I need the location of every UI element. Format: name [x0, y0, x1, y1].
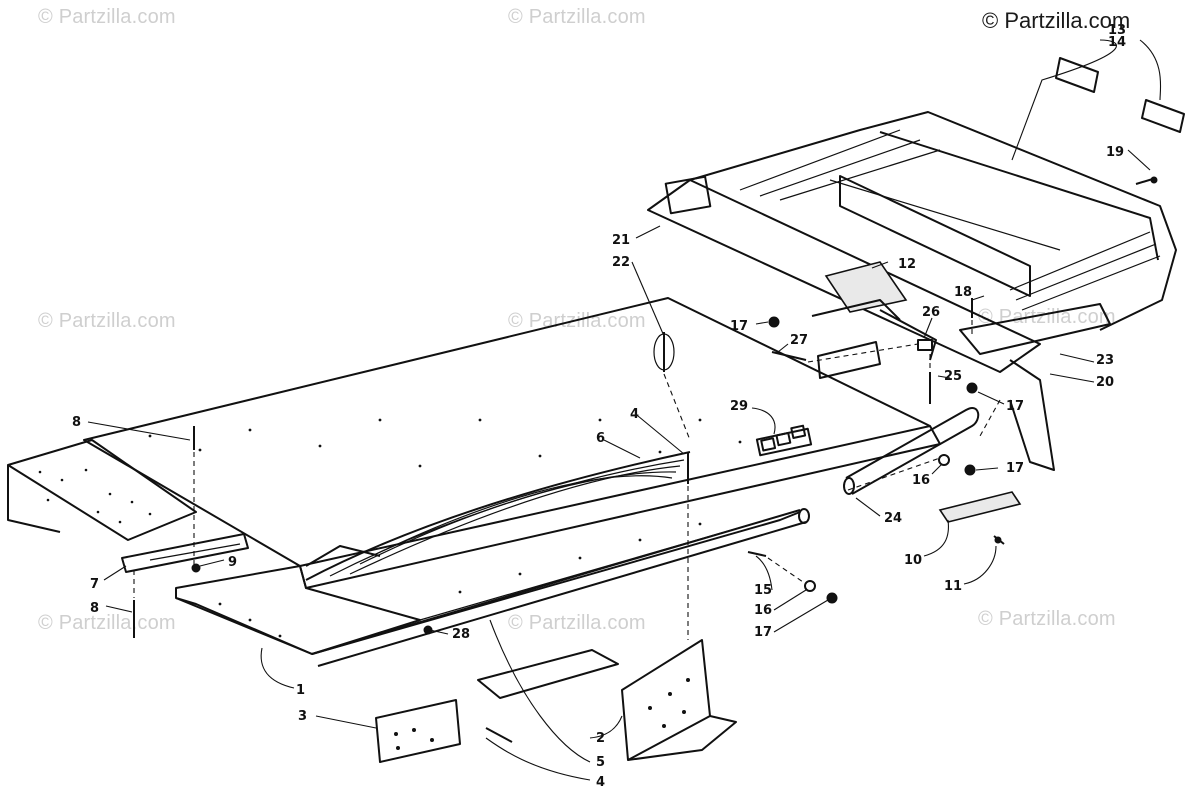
- callout-4: 4: [630, 407, 639, 422]
- decal-plates: [1055, 57, 1185, 133]
- callout-18: 18: [954, 285, 972, 300]
- callout-24: 24: [884, 511, 902, 526]
- callout-16: 16: [912, 473, 930, 488]
- watermark: © Partzilla.com: [38, 612, 176, 634]
- rear-bracket: [811, 261, 937, 379]
- watermark: © Partzilla.com: [508, 612, 646, 634]
- hardware: [133, 176, 1158, 743]
- callout-4: 4: [596, 775, 605, 790]
- callout-5: 5: [596, 755, 605, 770]
- callout-17: 17: [730, 319, 748, 334]
- plate-3: [375, 699, 461, 763]
- callout-12: 12: [898, 257, 916, 272]
- callout-14: 14: [1108, 35, 1126, 50]
- rear-bumper-frame: [647, 111, 1177, 471]
- callout-17: 17: [754, 625, 772, 640]
- callout-22: 22: [612, 255, 630, 270]
- callout-9: 9: [228, 555, 237, 570]
- bracket-2: [621, 639, 737, 761]
- left-floor-panel: [7, 439, 197, 541]
- callout-11: 11: [944, 579, 962, 594]
- watermark: © Partzilla.com: [978, 306, 1116, 328]
- tunnel-body: [83, 297, 941, 655]
- watermark: © Partzilla.com: [38, 6, 176, 28]
- callout-23: 23: [1096, 353, 1114, 368]
- tunnel-ribs: [305, 451, 691, 581]
- callout-27: 27: [790, 333, 808, 348]
- callout-2: 2: [596, 731, 605, 746]
- pad-5: [477, 649, 619, 699]
- callout-15: 15: [754, 583, 772, 598]
- callout-10: 10: [904, 553, 922, 568]
- callout-28: 28: [452, 627, 470, 642]
- callout-19: 19: [1106, 145, 1124, 160]
- callout-7: 7: [90, 577, 99, 592]
- callout-3: 3: [298, 709, 307, 724]
- watermark: © Partzilla.com: [38, 310, 176, 332]
- watermark: © Partzilla.com: [508, 6, 646, 28]
- callout-25: 25: [944, 369, 962, 384]
- side-rail: [311, 508, 810, 667]
- callout-17: 17: [1006, 461, 1024, 476]
- callout-20: 20: [1096, 375, 1114, 390]
- callout-8: 8: [72, 415, 81, 430]
- watermark: © Partzilla.com: [978, 608, 1116, 630]
- callout-26: 26: [922, 305, 940, 320]
- callout-13: 13: [1108, 23, 1126, 38]
- copyright-notice: © Partzilla.com: [982, 8, 1131, 33]
- decal-panel: [755, 424, 813, 457]
- alignment-lines: [133, 320, 1001, 640]
- callout-29: 29: [730, 399, 748, 414]
- callout-labels: 13 14 19 21 22 12 18 26 17 27 23 20 25 1…: [72, 23, 1126, 790]
- callout-21: 21: [612, 233, 630, 248]
- leader-lines: [87, 39, 1162, 781]
- callout-16: 16: [754, 603, 772, 618]
- callout-17: 17: [1006, 399, 1024, 414]
- callout-8: 8: [90, 601, 99, 616]
- callout-1: 1: [296, 683, 305, 698]
- callout-6: 6: [596, 431, 605, 446]
